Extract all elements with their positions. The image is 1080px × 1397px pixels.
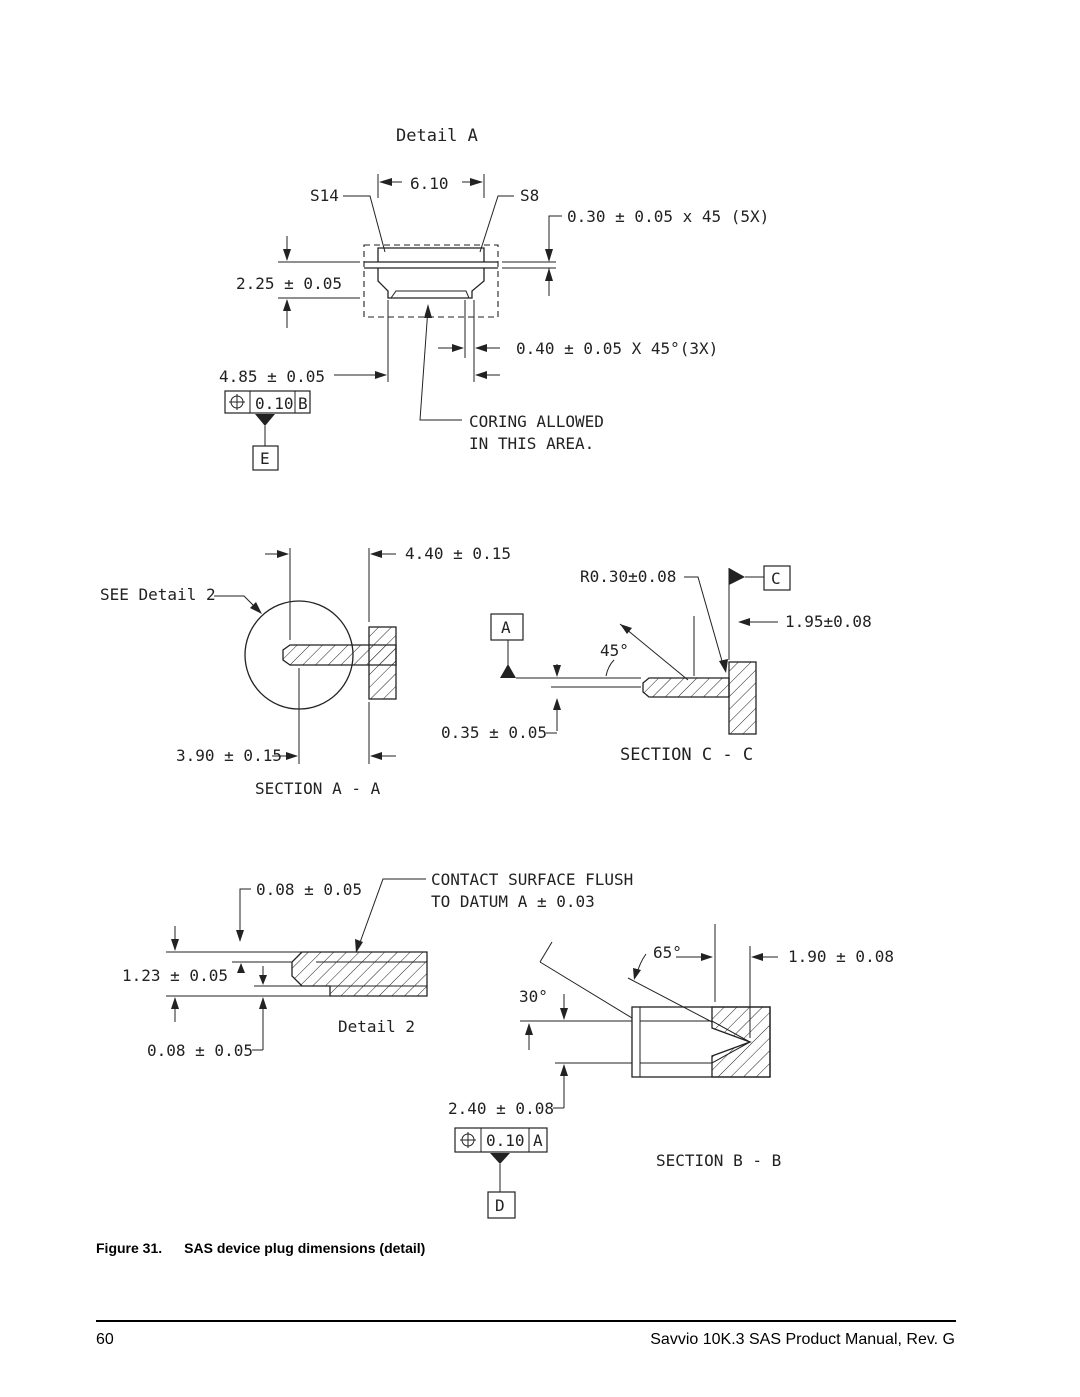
detail-a-profile — [363, 244, 499, 318]
datum-d-label: D — [495, 1196, 505, 1215]
angle-30-label: 30° — [519, 987, 548, 1006]
dim-3-90-label: 3.90 ± 0.15 — [176, 746, 282, 765]
section-a-a: SEE Detail 2 4.40 ± 0.15 3.90 ± 0.15 SEC… — [100, 544, 511, 798]
dim-1-90-label: 1.90 ± 0.08 — [788, 947, 894, 966]
chamfer-3x-label: 0.40 ± 0.05 X 45°(3X) — [516, 339, 718, 358]
datum-d-box — [487, 1191, 516, 1219]
detail-a: Detail A 6.10 S14 S8 0.30 ± 0.05 x 45 (5… — [219, 126, 769, 471]
dim-2-25-label: 2.25 ± 0.05 — [236, 274, 342, 293]
s8-label: S8 — [520, 186, 539, 205]
datum-a-label: A — [501, 618, 511, 637]
contact-note-line2: TO DATUM A ± 0.03 — [431, 892, 595, 911]
datum-a-box — [490, 613, 524, 641]
datum-e-box — [252, 445, 279, 471]
detail2-dim-top-label: 0.08 ± 0.05 — [256, 880, 362, 899]
dim-0-35-label: 0.35 ± 0.05 — [441, 723, 547, 742]
coring-note-line1: CORING ALLOWED — [469, 412, 604, 431]
section-c-c: R0.30±0.08 C 1.95±0.08 A 45° 0 — [441, 565, 872, 765]
footer-divider — [96, 1320, 956, 1322]
chamfer-5x-label: 0.30 ± 0.05 x 45 (5X) — [567, 207, 769, 226]
dim-1-95-label: 1.95±0.08 — [785, 612, 872, 631]
dim-4-40-label: 4.40 ± 0.15 — [405, 544, 511, 563]
position-tolerance-frame: 0.10 B — [224, 390, 311, 414]
detail-2-label: Detail 2 — [338, 1017, 415, 1036]
detail-a-title: Detail A — [396, 126, 478, 146]
section-b-b: 65° 30° 1.90 ± 0.08 2.40 ± 0.08 0.1 — [448, 924, 894, 1219]
fcf-b-datum: A — [533, 1131, 543, 1150]
detail2-dim-height-label: 1.23 ± 0.05 — [122, 966, 228, 985]
angle-65-label: 65° — [653, 943, 682, 962]
section-c-c-label: SECTION C - C — [620, 745, 753, 765]
fcf-b-tolerance: 0.10 — [486, 1131, 525, 1150]
datum-e-label: E — [260, 449, 270, 468]
contact-note-line1: CONTACT SURFACE FLUSH — [431, 870, 633, 889]
fcf-tolerance: 0.10 — [255, 394, 294, 413]
datum-c-label: C — [771, 569, 781, 588]
section-b-b-label: SECTION B - B — [656, 1151, 781, 1170]
s14-label: S14 — [310, 186, 339, 205]
page-number: 60 — [96, 1331, 114, 1348]
dim-6-10: 6.10 — [377, 174, 485, 198]
detail-2: 0.08 ± 0.05 CONTACT SURFACE FLUSH TO DAT… — [122, 870, 633, 1060]
figure-number: Figure 31. — [96, 1240, 163, 1256]
fcf-datum: B — [298, 394, 308, 413]
manual-title: Savvio 10K.3 SAS Product Manual, Rev. G — [650, 1331, 955, 1348]
dim-2-40-label: 2.40 ± 0.08 — [448, 1099, 554, 1118]
see-detail-2-label: SEE Detail 2 — [100, 585, 216, 604]
figure-title: SAS device plug dimensions (detail) — [184, 1240, 426, 1256]
dim-6-10-label: 6.10 — [410, 174, 449, 193]
radius-label: R0.30±0.08 — [580, 567, 676, 586]
datum-c-box — [763, 565, 791, 591]
dim-4-85-label: 4.85 ± 0.05 — [219, 367, 325, 386]
coring-note-line2: IN THIS AREA. — [469, 434, 594, 453]
section-a-a-label: SECTION A - A — [255, 779, 381, 798]
figure-caption: Figure 31. SAS device plug dimensions (de… — [96, 1240, 447, 1256]
position-tolerance-frame-b: 0.10 A — [454, 1127, 548, 1153]
detail2-dim-bottom-label: 0.08 ± 0.05 — [147, 1041, 253, 1060]
angle-45-label: 45° — [600, 641, 629, 660]
